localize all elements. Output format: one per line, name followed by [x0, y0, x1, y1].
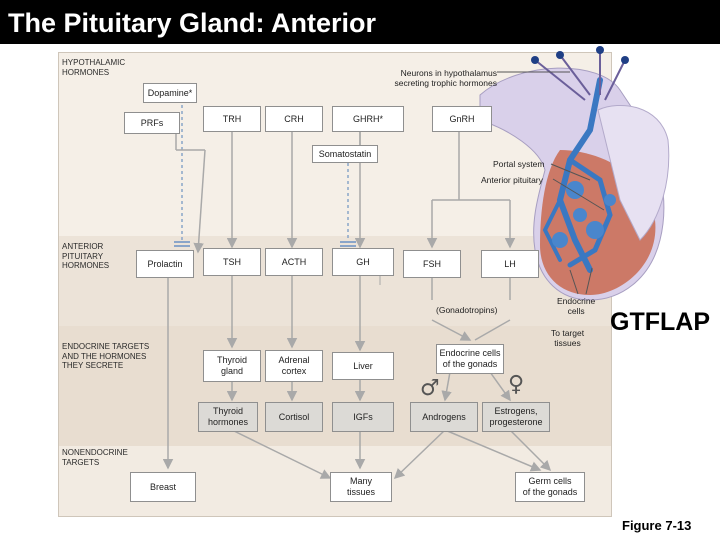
thyroid-hormones-box: Thyroid hormones — [198, 402, 258, 432]
many-tissues-box: Many tissues — [330, 472, 392, 502]
liver-box: Liver — [332, 352, 394, 380]
label-endocrine-targets: ENDOCRINE TARGETS AND THE HORMONES THEY … — [62, 342, 150, 370]
breast-box: Breast — [130, 472, 196, 502]
gonadotropins-label: (Gonadotropins) — [436, 305, 498, 315]
dopamine-box: Dopamine* — [143, 83, 197, 103]
gh-box: GH — [332, 248, 394, 276]
androgens-box: Androgens — [410, 402, 478, 432]
crh-box: CRH — [265, 106, 323, 132]
trh-box: TRH — [203, 106, 261, 132]
igfs-box: IGFs — [332, 402, 394, 432]
label-anterior-pituitary-hormones: ANTERIOR PITUITARY HORMONES — [62, 242, 110, 270]
thyroid-gland-box: Thyroid gland — [203, 350, 261, 382]
somatostatin-box: Somatostatin — [312, 145, 378, 163]
portal-system-annotation: Portal system — [493, 159, 545, 169]
anterior-pituitary-annotation: Anterior pituitary — [481, 175, 543, 185]
prolactin-box: Prolactin — [136, 250, 194, 278]
figure-number: Figure 7-13 — [622, 518, 692, 533]
gonads-box: Endocrine cells of the gonads — [436, 344, 504, 374]
pituitary-illustration — [479, 46, 670, 301]
estrogens-box: Estrogens, progesterone — [482, 402, 550, 432]
fsh-box: FSH — [403, 250, 461, 278]
label-nonendocrine-targets: NONENDOCRINE TARGETS — [62, 448, 128, 467]
tsh-box: TSH — [203, 248, 261, 276]
prfs-box: PRFs — [124, 112, 180, 134]
gtflap-label: GTFLAP — [610, 308, 710, 336]
title-bar: The Pituitary Gland: Anterior — [0, 0, 720, 44]
label-hypothalamic-hormones: HYPOTHALAMIC HORMONES — [62, 58, 126, 77]
female-symbol-icon: ♀ — [508, 372, 525, 397]
endocrine-cells-annotation: Endocrine cells — [557, 296, 596, 316]
adrenal-cortex-box: Adrenal cortex — [265, 350, 323, 382]
neurons-annotation: Neurons in hypothalamus secreting trophi… — [394, 68, 497, 88]
male-symbol-icon: ♂ — [420, 376, 440, 401]
germ-cells-box: Germ cells of the gonads — [515, 472, 585, 502]
gnrh-box: GnRH — [432, 106, 492, 132]
ghrh-box: GHRH* — [332, 106, 404, 132]
page-title: The Pituitary Gland: Anterior — [8, 8, 377, 38]
to-target-tissues-annotation: To target tissues — [551, 328, 585, 348]
lh-box: LH — [481, 250, 539, 278]
cortisol-box: Cortisol — [265, 402, 323, 432]
acth-box: ACTH — [265, 248, 323, 276]
